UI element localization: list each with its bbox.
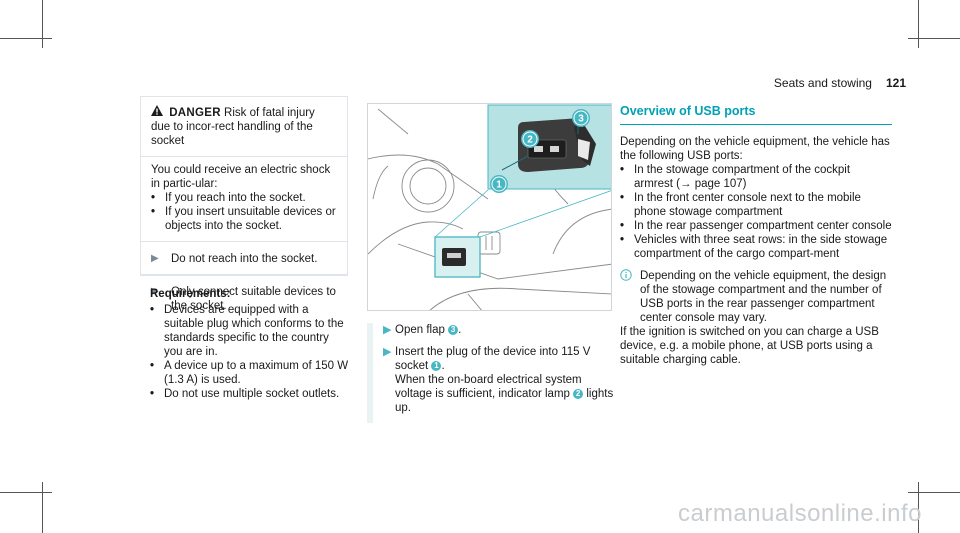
note: Depending on the vehicle equipment, the …: [620, 269, 892, 325]
crop-mark: [908, 38, 960, 39]
overview-closing: If the ignition is switched on you can c…: [620, 326, 879, 366]
instruction-step: ▶ Open flap 3.: [373, 323, 618, 337]
list-item: •In the stowage compartment of the cockp…: [620, 164, 851, 190]
callout-badge: 1: [431, 361, 442, 371]
callout-badge: 2: [573, 389, 584, 399]
danger-title: Risk of fatal injury due to incor-rect h…: [151, 107, 315, 147]
warning-triangle-icon: [151, 105, 166, 120]
list-item: •In the rear passenger compartment cente…: [620, 220, 892, 232]
list-item: •In the front center console next to the…: [620, 192, 861, 218]
instruction-step: ▶ Insert the plug of the device into 115…: [373, 345, 618, 415]
list-item: •If you insert unsuitable devices or obj…: [151, 206, 336, 232]
danger-header: DANGER Risk of fatal injury due to incor…: [141, 97, 347, 157]
list-item: •Do not use multiple socket outlets.: [150, 388, 340, 400]
usb-overview: Overview of USB ports Depending on the v…: [620, 104, 892, 367]
danger-label: DANGER: [169, 107, 221, 119]
list-item: •Devices are equipped with a suitable pl…: [150, 304, 344, 358]
section-title: Seats and stowing: [773, 76, 872, 90]
step-arrow-icon: ▶: [383, 324, 392, 336]
info-icon: [620, 269, 640, 325]
step-arrow-icon: ▶: [151, 286, 159, 297]
instruction-step: ▶Only connect suitable devices to the so…: [151, 286, 336, 312]
callout-1: 1: [496, 180, 502, 191]
step-arrow-icon: ▶: [151, 253, 159, 264]
crop-mark: [42, 482, 43, 533]
crop-mark: [908, 492, 960, 493]
crop-mark: [918, 482, 919, 533]
list-item: •A device up to a maximum of 150 W (1.3 …: [150, 360, 349, 386]
overview-intro: Depending on the vehicle equipment, the …: [620, 136, 890, 162]
requirements-title: Requirements:: [150, 288, 231, 300]
callout-badge: 3: [448, 325, 459, 335]
watermark: carmanualsonline.info: [678, 500, 922, 527]
usb-socket-illustration: 1 2 3: [367, 103, 612, 311]
section-heading: Overview of USB ports: [620, 104, 892, 125]
step-arrow-icon: ▶: [383, 346, 392, 358]
list-item: •Vehicles with three seat rows: in the s…: [620, 234, 888, 260]
danger-intro: You could receive an electric shock in p…: [151, 164, 331, 190]
instructions: ▶ Open flap 3. ▶ Insert the plug of the …: [367, 323, 618, 423]
danger-box: DANGER Risk of fatal injury due to incor…: [140, 96, 348, 312]
crop-mark: [0, 492, 52, 493]
instruction-step: ▶Do not reach into the socket.: [151, 253, 318, 265]
requirements: Requirements: •Devices are equipped with…: [150, 287, 350, 401]
callout-3: 3: [578, 114, 584, 125]
callout-2: 2: [527, 135, 533, 146]
crop-mark: [42, 0, 43, 48]
list-item: •If you reach into the socket.: [151, 192, 306, 204]
page-number: 121: [885, 76, 906, 90]
page-header: Seats and stowing 121: [774, 76, 906, 90]
crop-mark: [0, 38, 52, 39]
crop-mark: [918, 0, 919, 48]
